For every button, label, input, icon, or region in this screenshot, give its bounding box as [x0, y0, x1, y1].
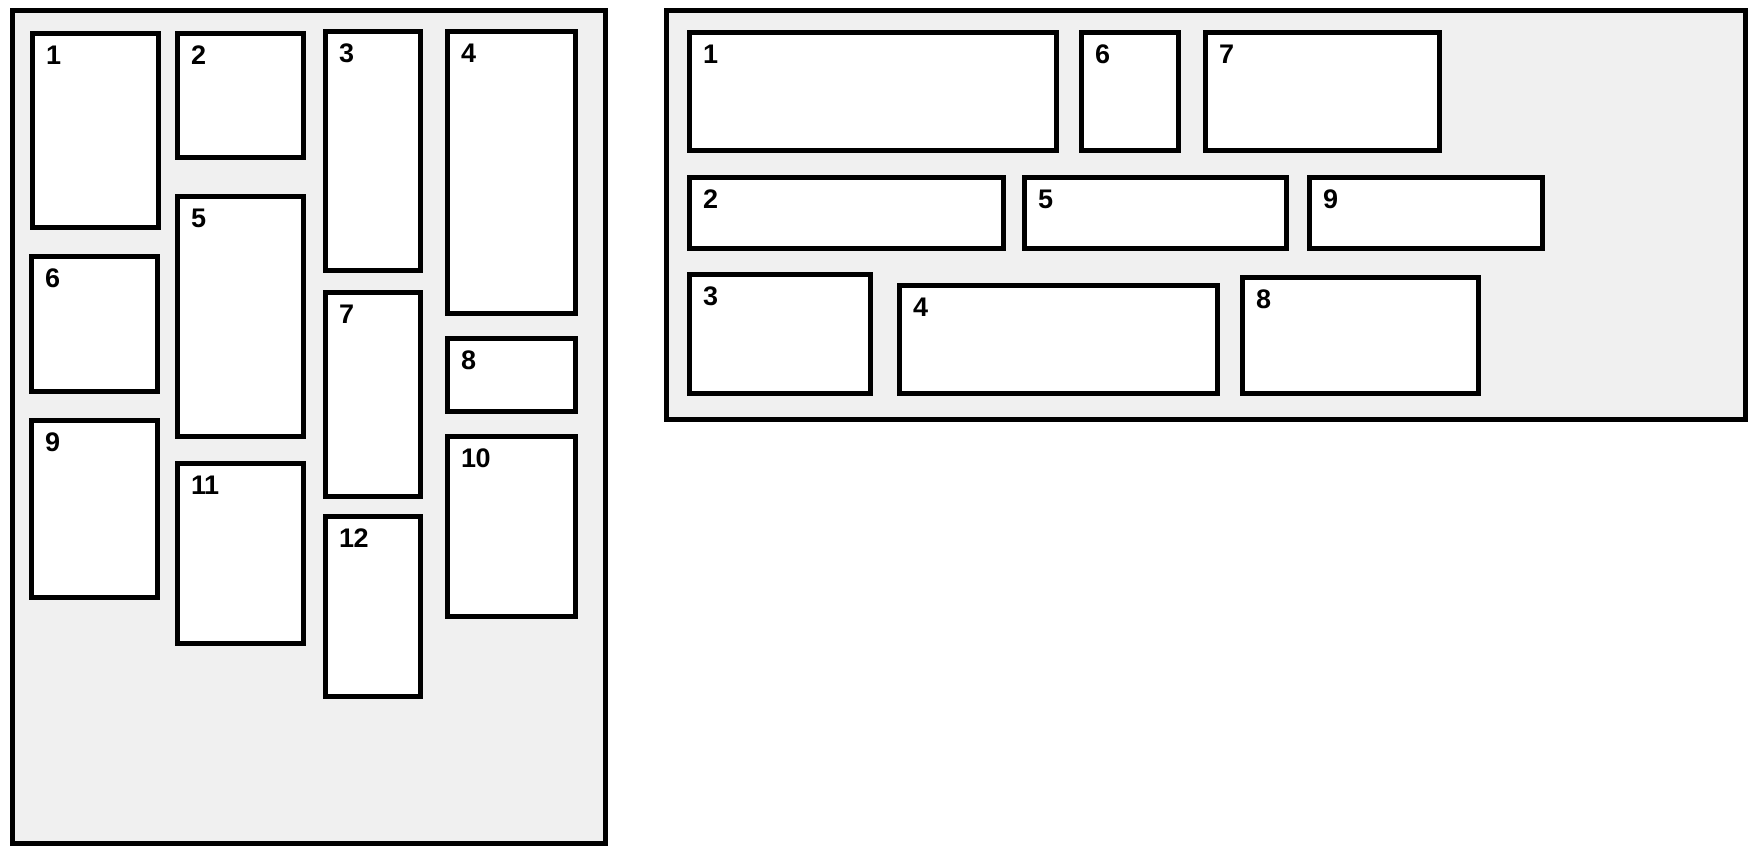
left-panel-cell-1[interactable]: 1 [30, 31, 161, 230]
right-panel-cell-8[interactable]: 8 [1240, 275, 1481, 396]
left-panel-cell-8[interactable]: 8 [445, 336, 578, 414]
right-panel-cell-4[interactable]: 4 [897, 283, 1220, 396]
left-panel-cell-9[interactable]: 9 [29, 418, 160, 600]
cell-label: 7 [1219, 39, 1234, 69]
cell-label: 9 [45, 427, 60, 457]
left-panel-cell-5[interactable]: 5 [175, 194, 306, 439]
cell-label: 2 [703, 184, 718, 214]
cell-label: 1 [703, 39, 718, 69]
cell-label: 6 [1095, 39, 1110, 69]
cell-label: 9 [1323, 184, 1338, 214]
left-panel-cell-2[interactable]: 2 [175, 31, 306, 160]
cell-label: 11 [191, 470, 219, 500]
right-panel-cell-5[interactable]: 5 [1022, 175, 1289, 251]
right-panel-cell-6[interactable]: 6 [1079, 30, 1181, 153]
left-panel-cell-12[interactable]: 12 [323, 514, 423, 699]
cell-label: 5 [1038, 184, 1053, 214]
cell-label: 8 [461, 345, 476, 375]
right-panel-cell-7[interactable]: 7 [1203, 30, 1442, 153]
left-panel-cell-10[interactable]: 10 [445, 434, 578, 619]
right-panel-cell-9[interactable]: 9 [1307, 175, 1545, 251]
left-panel-cell-11[interactable]: 11 [175, 461, 306, 646]
right-panel-cell-2[interactable]: 2 [687, 175, 1006, 251]
cell-label: 4 [461, 38, 476, 68]
cell-label: 2 [191, 40, 206, 70]
left-panel-cell-6[interactable]: 6 [29, 254, 160, 394]
cell-label: 3 [339, 38, 354, 68]
left-panel-cell-7[interactable]: 7 [323, 290, 423, 499]
cell-label: 3 [703, 281, 718, 311]
cell-label: 12 [339, 523, 369, 553]
cell-label: 6 [45, 263, 60, 293]
cell-label: 4 [913, 292, 928, 322]
cell-label: 5 [191, 203, 206, 233]
cell-label: 10 [461, 443, 491, 473]
right-panel-cell-1[interactable]: 1 [687, 30, 1059, 153]
cell-label: 8 [1256, 284, 1271, 314]
left-panel-cell-3[interactable]: 3 [323, 29, 423, 273]
right-panel-cell-3[interactable]: 3 [687, 272, 873, 396]
cell-label: 1 [46, 40, 61, 70]
left-panel-cell-4[interactable]: 4 [445, 29, 578, 316]
cell-label: 7 [339, 299, 354, 329]
